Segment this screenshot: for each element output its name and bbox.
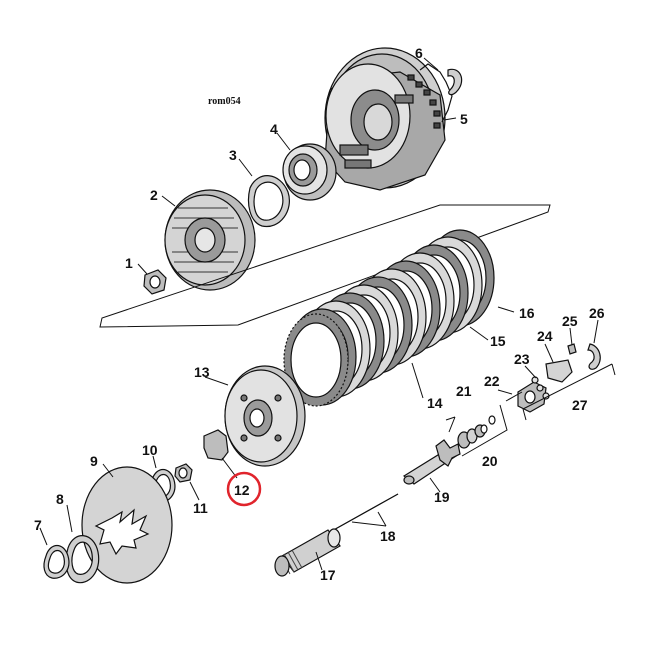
label-14: 14 bbox=[427, 395, 443, 411]
retaining-ring-part-7 bbox=[43, 544, 70, 579]
label-26: 26 bbox=[589, 305, 605, 321]
label-23: 23 bbox=[514, 351, 530, 367]
clutch-pack-bracket bbox=[99, 204, 551, 328]
diagram-code: rom054 bbox=[208, 96, 241, 107]
snap-ring-part-3 bbox=[247, 175, 290, 228]
label-22: 22 bbox=[484, 373, 500, 389]
clutch-plate-stack-parts-14-16 bbox=[283, 229, 495, 407]
retaining-ring-part-6 bbox=[447, 68, 463, 96]
label-13: 13 bbox=[194, 364, 210, 380]
label-25: 25 bbox=[562, 313, 578, 329]
label-18: 18 bbox=[380, 528, 396, 544]
throwout-bearing-group-parts-20-21 bbox=[445, 404, 508, 457]
adjusting-screw-part-17 bbox=[274, 528, 341, 577]
label-9: 9 bbox=[90, 453, 98, 469]
label-7: 7 bbox=[34, 517, 42, 533]
pushrods-part-18 bbox=[329, 493, 399, 533]
highlight-ring-part-12 bbox=[226, 471, 262, 507]
pushrod-part-19 bbox=[402, 439, 461, 485]
diaphragm-spring-part-9 bbox=[81, 466, 173, 584]
label-15: 15 bbox=[490, 333, 506, 349]
label-17: 17 bbox=[320, 567, 336, 583]
label-12: 12 bbox=[234, 482, 250, 498]
label-2: 2 bbox=[150, 187, 158, 203]
label-1: 1 bbox=[125, 255, 133, 271]
label-11: 11 bbox=[193, 500, 208, 516]
label-8: 8 bbox=[56, 491, 64, 507]
label-16: 16 bbox=[519, 305, 535, 321]
label-19: 19 bbox=[434, 489, 450, 505]
label-24: 24 bbox=[537, 328, 553, 344]
part-labels: 1 2 3 4 5 6 7 8 9 10 11 12 13 14 15 16 1… bbox=[34, 45, 605, 583]
label-4: 4 bbox=[270, 121, 278, 137]
lock-plate-part-12 bbox=[203, 429, 229, 461]
label-21: 21 bbox=[456, 383, 472, 399]
label-5: 5 bbox=[460, 111, 468, 127]
label-6: 6 bbox=[415, 45, 423, 61]
hub-nut-part-1 bbox=[143, 269, 167, 295]
label-10: 10 bbox=[142, 442, 158, 458]
clutch-hub-part-2 bbox=[164, 189, 256, 291]
label-3: 3 bbox=[229, 147, 237, 163]
leader-lines bbox=[39, 57, 599, 571]
bearing-part-4 bbox=[282, 143, 337, 201]
label-27: 27 bbox=[572, 397, 588, 413]
clutch-shell-part-5 bbox=[324, 47, 453, 191]
spring-seat-part-8 bbox=[65, 535, 100, 584]
release-mechanism-parts-22-27 bbox=[517, 343, 616, 421]
adjuster-nut-part-11 bbox=[174, 463, 193, 483]
label-20: 20 bbox=[482, 453, 498, 469]
pressure-plate-part-13 bbox=[224, 365, 306, 467]
